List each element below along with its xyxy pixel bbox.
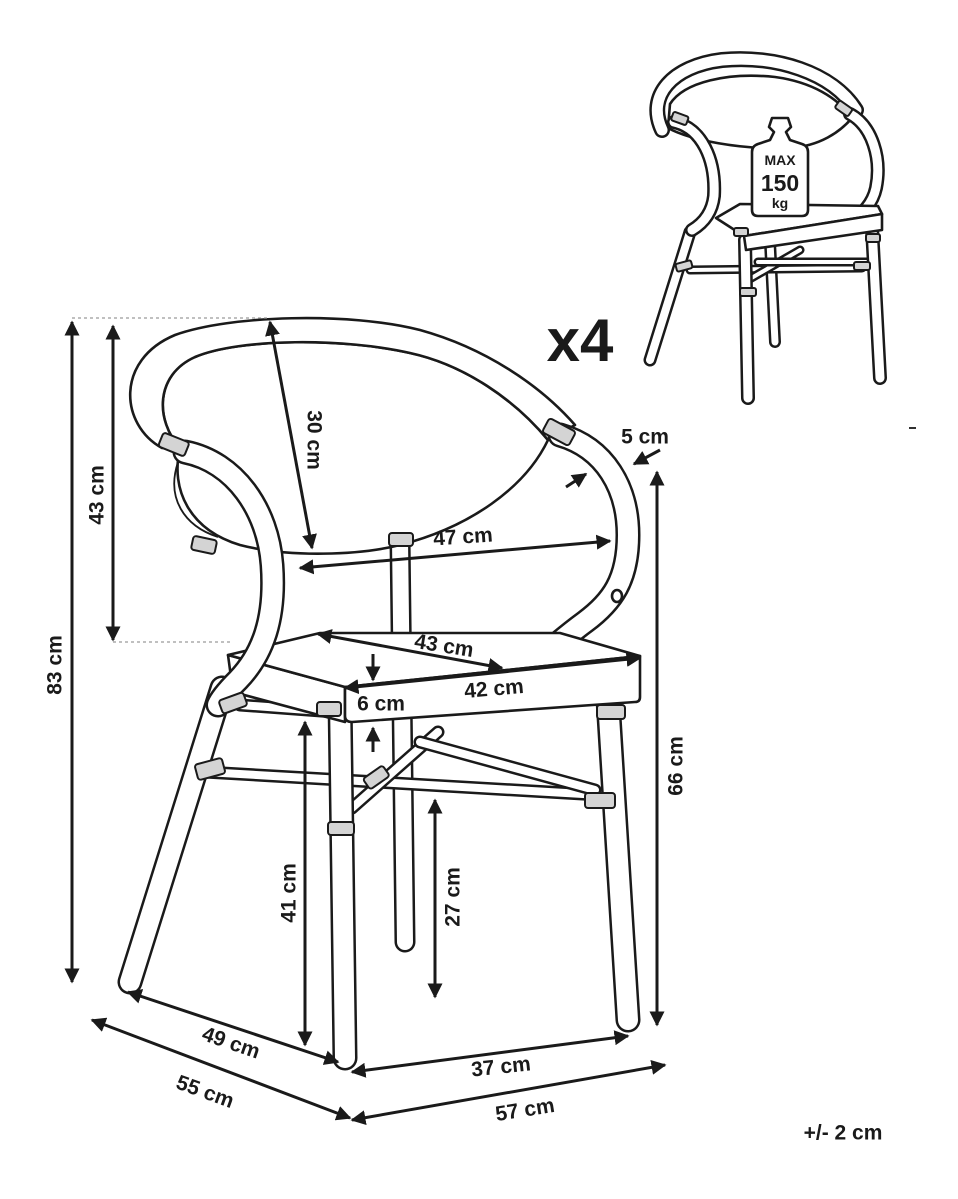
back-left-leg-core (120, 678, 232, 992)
dim-inner-width-legs-label: 37 cm (470, 1052, 532, 1081)
thumb-front-left-leg (738, 233, 755, 405)
thumb-front-left-leg-core (740, 235, 753, 403)
thumb-back-right-leg (764, 236, 781, 348)
max-load-unit: kg (772, 195, 788, 211)
dim-armrest-height-label: 66 cm (665, 736, 688, 796)
dim-total-height: 83 cm (44, 320, 80, 984)
dim-inner-width-legs: 37 cm (350, 1030, 630, 1082)
dim-total-height-label: 83 cm (44, 635, 67, 695)
dim-total-width-label: 57 cm (494, 1094, 556, 1126)
thumb-binding-wrap (834, 99, 854, 117)
binding-wrap (362, 765, 390, 790)
thumb-binding-wrap (733, 227, 749, 237)
back-right-leg-core (392, 532, 413, 950)
binding-wrap (542, 417, 576, 447)
dim-armrest-thickness: 5 cm (565, 426, 669, 489)
dim-armrest-height: 66 cm (649, 470, 688, 1027)
back-cushion-roll (173, 461, 219, 538)
front-right-leg-core (598, 690, 638, 1030)
dim-armrest-thickness-arrow-left (565, 472, 588, 489)
front-right-leg (595, 687, 641, 1033)
backrest-frame (128, 316, 577, 450)
max-load-weight-icon: MAX 150 kg (750, 116, 810, 218)
left-armrest (172, 439, 286, 718)
thumb-back-left-leg (643, 225, 697, 367)
armrest-cap (610, 588, 624, 604)
thumb-left-armrest (667, 115, 722, 237)
dim-armrest-thickness-label: 5 cm (621, 426, 669, 449)
thumbnail-chair (643, 51, 887, 405)
quantity-multiplier: x4 (547, 307, 614, 374)
dim-backrest-depth-label: 30 cm (303, 410, 326, 470)
binding-wrap (327, 821, 355, 836)
thumb-left-armrest-core (669, 117, 719, 235)
dim-backrest-depth-arrow (265, 320, 317, 550)
binding-wrap (596, 704, 626, 720)
binding-wrap (157, 432, 190, 457)
max-load-label: MAX (764, 152, 796, 168)
dim-inner-width: 47 cm (298, 523, 612, 575)
tolerance-note: +/- 2 cm (804, 1122, 883, 1145)
dim-seat-width-arrow (343, 651, 642, 695)
dim-total-depth-label: 55 cm (173, 1071, 237, 1113)
binding-wrap (218, 691, 248, 715)
binding-wrap (194, 757, 226, 781)
thumb-back-right-leg-core (766, 238, 779, 346)
thumb-back-left-leg-core (646, 228, 694, 364)
dim-total-depth-arrow (90, 1017, 352, 1121)
dim-stretcher-height: 27 cm (427, 798, 465, 999)
front-left-leg (327, 687, 358, 1071)
thumb-front-right-leg (865, 221, 887, 385)
dim-seat-width: 42 cm (343, 651, 642, 703)
thumb-binding-wrap (739, 287, 757, 297)
binding-wrap (388, 532, 414, 547)
stretcher-side-core (201, 768, 604, 799)
thumb-front-right-leg-core (867, 223, 885, 383)
dim-inner-width-arrow (298, 534, 612, 575)
thumb-binding-wrap (865, 233, 881, 243)
dim-inner-width-label: 47 cm (432, 523, 493, 550)
binding-wrap (584, 792, 616, 809)
back-left-leg (117, 675, 235, 995)
thumb-backrest-frame (649, 51, 864, 138)
thumb-seat-front (742, 212, 884, 252)
dim-inner-depth-label: 49 cm (199, 1022, 263, 1063)
front-left-leg-core (330, 690, 355, 1068)
left-armrest-core (175, 442, 283, 715)
thumb-backrest-frame-core (651, 53, 862, 136)
right-armrest (543, 422, 641, 658)
dim-stretcher-height-label: 27 cm (442, 867, 465, 927)
dim-seat-thickness: 6 cm (357, 654, 405, 752)
stretcher-cross-core (416, 738, 599, 794)
dimension-annotations: 83 cm 43 cm 30 cm 5 cm 47 cm 43 cm 42 cm (44, 317, 883, 1145)
dim-seat-height-label: 41 cm (278, 863, 301, 923)
dim-seat-thickness-label: 6 cm (357, 693, 405, 716)
max-load-value: 150 (761, 170, 799, 196)
binding-wrap (190, 535, 218, 555)
dim-backrest-height: 43 cm (86, 324, 121, 642)
stretcher-cross (413, 735, 602, 797)
stretcher-side (198, 765, 607, 802)
back-right-leg (389, 529, 416, 953)
dim-backrest-height-label: 43 cm (86, 465, 109, 525)
thumb-binding-wrap (674, 259, 694, 273)
binding-wrap (316, 701, 342, 717)
dim-seat-width-label: 42 cm (463, 675, 524, 703)
thumb-binding-wrap (670, 111, 690, 126)
main-chair (117, 316, 642, 1071)
dim-armrest-thickness-arrow-right (632, 448, 661, 466)
weight-shape (750, 116, 810, 218)
thumb-binding-wrap (853, 261, 871, 271)
dim-backrest-depth: 30 cm (265, 320, 326, 550)
dim-total-width-arrow (350, 1059, 667, 1126)
right-armrest-core (546, 425, 638, 655)
